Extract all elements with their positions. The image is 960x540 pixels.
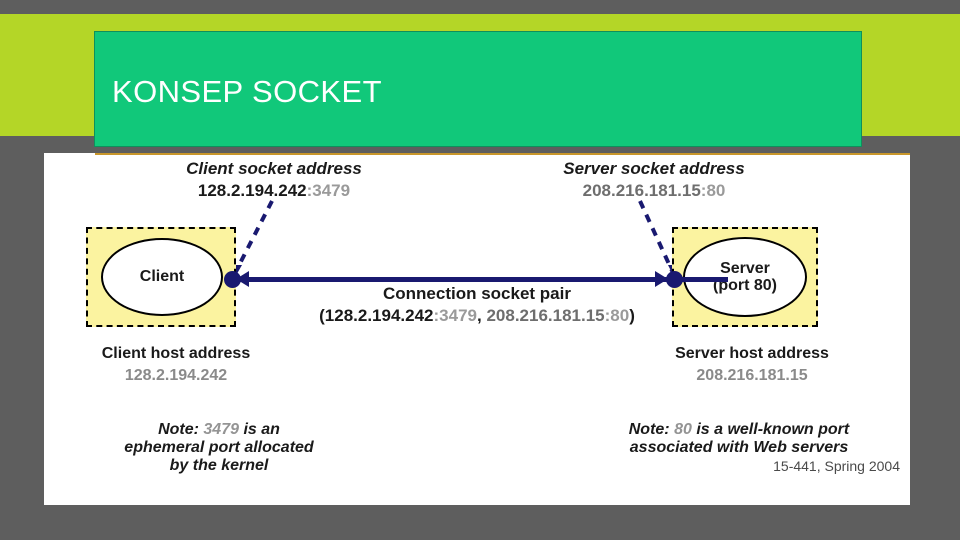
server-socket-endpoint-dot <box>666 271 683 288</box>
title-placeholder-box: KONSEP SOCKET <box>94 31 862 147</box>
connection-line <box>240 277 728 282</box>
page-title: KONSEP SOCKET <box>112 74 382 109</box>
client-host-address-value: 128.2.194.242 <box>124 367 228 384</box>
client-socket-address-value: 128.2.194.242:3479 <box>124 181 424 201</box>
slide-credit: 15-441, Spring 2004 <box>773 457 900 474</box>
client-socket-ip: 128.2.194.242 <box>197 181 307 200</box>
note-left-line1-suffix: is an <box>239 421 280 438</box>
note-right: Note: 80 is a well-known port associated… <box>574 421 904 474</box>
server-socket-address-caption: Server socket address <box>563 159 745 178</box>
server-socket-port: :80 <box>700 181 726 200</box>
note-left-line2: ephemeral port allocated <box>124 438 314 456</box>
client-host-address-caption: Client host address <box>101 345 251 362</box>
server-node-label-line1: Server <box>720 259 770 277</box>
pair-client-ip: 128.2.194.242 <box>324 306 434 325</box>
connection-arrow-right-icon <box>655 271 668 287</box>
pair-server-port: :80 <box>604 306 630 325</box>
client-socket-port: :3479 <box>306 181 351 200</box>
pair-client-port: :3479 <box>433 306 477 325</box>
note-left: Note: 3479 is an ephemeral port allocate… <box>54 421 384 475</box>
pair-server-ip: 208.216.181.15 <box>486 306 605 325</box>
note-right-line2: associated with Web servers <box>629 438 849 456</box>
server-host-address-caption: Server host address <box>675 345 829 362</box>
note-right-line1-prefix: Note: <box>628 421 675 438</box>
connection-socket-pair-caption: Connection socket pair <box>383 284 571 303</box>
client-socket-endpoint-dot <box>224 271 241 288</box>
connection-socket-pair-value: (128.2.194.242:3479, 208.216.181.15:80) <box>227 306 727 326</box>
client-socket-address-caption: Client socket address <box>186 159 362 178</box>
socket-diagram: Client socket address 128.2.194.242:3479… <box>44 153 910 505</box>
server-socket-address-value: 208.216.181.15:80 <box>504 181 804 201</box>
note-right-line1-suffix: is a well-known port <box>691 421 850 438</box>
gold-divider-rule <box>95 153 910 155</box>
client-node: Client <box>101 238 223 316</box>
note-left-line1-prefix: Note: <box>158 421 204 438</box>
server-host-address-value: 208.216.181.15 <box>696 367 808 384</box>
note-left-port: 3479 <box>203 421 239 438</box>
note-right-line1: Note: 80 is a well-known port <box>574 421 904 439</box>
pair-open-paren: ( <box>319 306 325 325</box>
pair-close-paren: ) <box>629 306 635 325</box>
client-node-label: Client <box>139 268 185 286</box>
diagram-image-panel: Client socket address 128.2.194.242:3479… <box>44 153 910 505</box>
note-left-line3: by the kernel <box>169 456 269 474</box>
server-socket-ip: 208.216.181.15 <box>582 181 701 200</box>
pair-separator: , <box>477 306 487 325</box>
note-left-line1: Note: 3479 is an <box>54 421 384 439</box>
note-right-port: 80 <box>674 421 692 438</box>
title-band: KONSEP SOCKET <box>0 14 960 147</box>
server-node-label-line2: (port 80) <box>713 277 777 294</box>
